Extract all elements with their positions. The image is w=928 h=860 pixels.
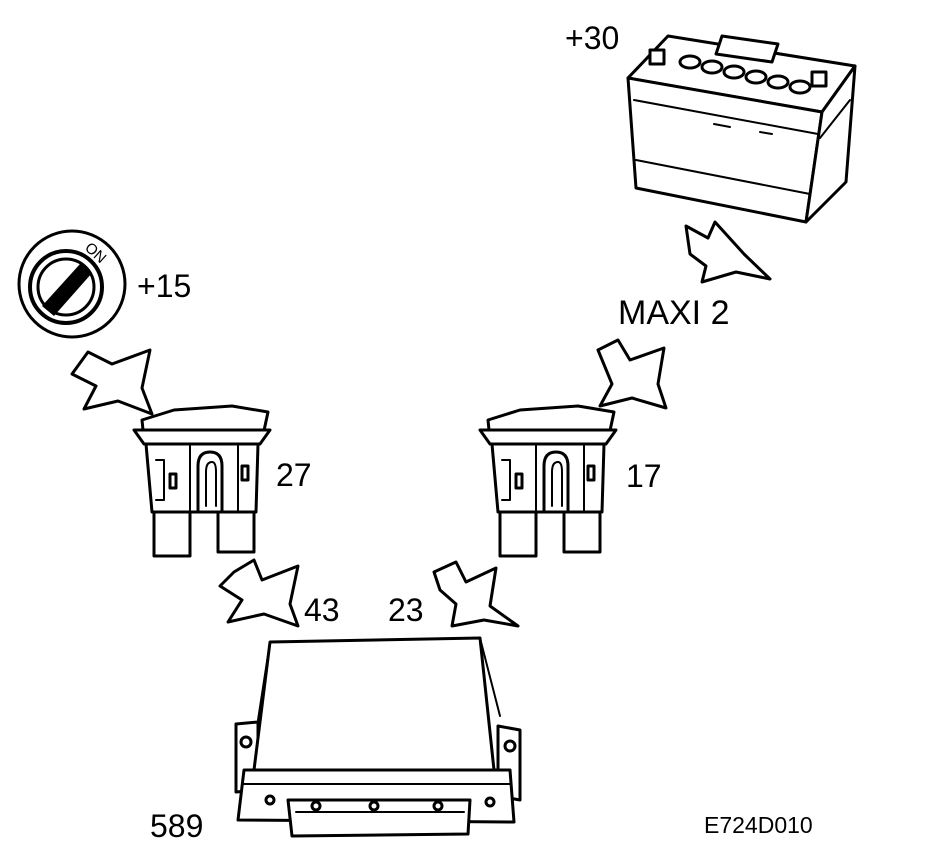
fuse-17-label: 17	[626, 458, 662, 494]
battery-terminal-label: +30	[565, 20, 620, 56]
arrow-icon	[596, 338, 668, 410]
fuse-17-icon	[478, 404, 618, 558]
battery-icon	[626, 34, 857, 224]
arrow-icon	[70, 348, 154, 416]
ecu-part-number-label: 589	[150, 808, 204, 844]
arrow-icon	[684, 220, 772, 284]
arrow-icon	[432, 560, 520, 628]
ecu-pin-23-label: 23	[388, 592, 424, 628]
figure-code-label: E724D010	[704, 812, 813, 838]
ignition-switch-icon	[17, 229, 127, 339]
fuse-27-icon	[132, 404, 272, 558]
arrow-icon	[218, 558, 300, 628]
control-module-icon	[234, 636, 522, 838]
ecu-pin-43-label: 43	[304, 592, 340, 628]
fuse-27-label: 27	[276, 457, 312, 493]
ignition-terminal-label: +15	[137, 268, 192, 304]
maxi-fuse-label: MAXI 2	[618, 294, 730, 332]
